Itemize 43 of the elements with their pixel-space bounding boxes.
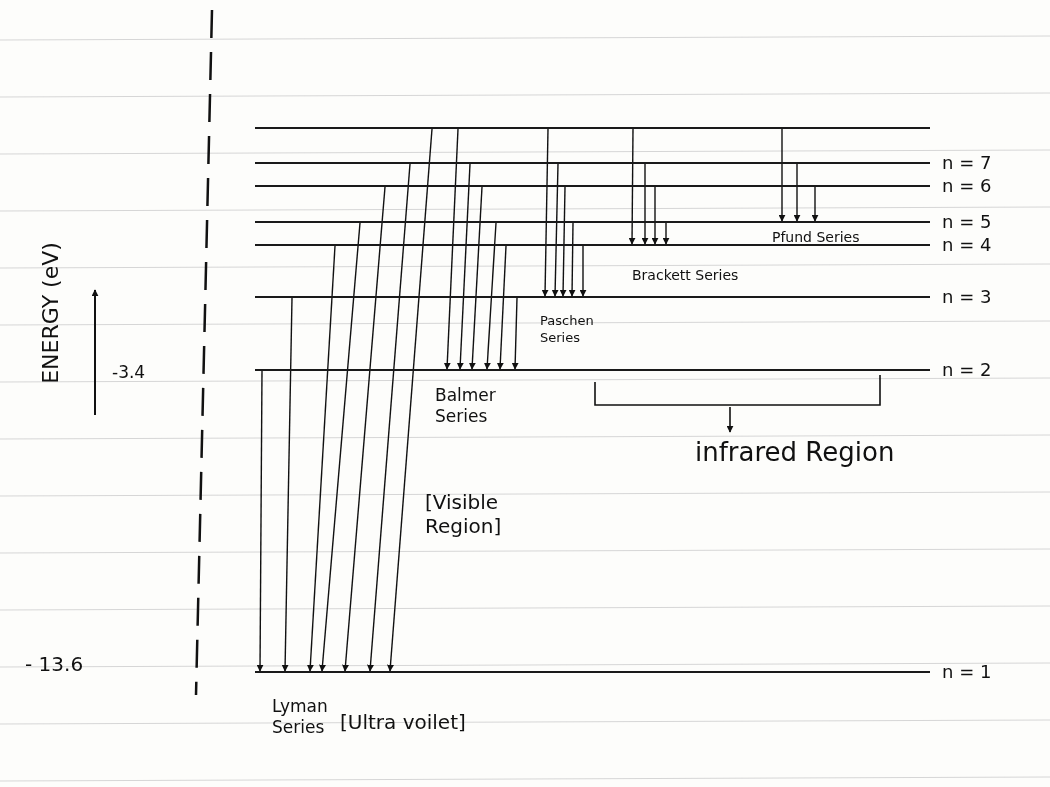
region-label: [Ultra voilet] — [340, 710, 466, 734]
series-label: Balmer Series — [435, 385, 497, 427]
transition-arrow — [551, 163, 559, 297]
level-label: n = 3 — [942, 287, 992, 307]
transition-arrow — [319, 222, 361, 672]
transition-arrow — [579, 245, 587, 297]
transition-arrow — [511, 297, 519, 370]
transition-arrow — [662, 222, 670, 245]
transition-arrow — [456, 163, 471, 370]
transition-arrow — [541, 128, 549, 297]
transition-arrow — [443, 128, 459, 370]
level-label: n = 1 — [942, 662, 992, 682]
region-label: infrared Region — [695, 437, 895, 467]
level-label: n = 5 — [942, 212, 992, 232]
tick-label: - 13.6 — [25, 652, 84, 676]
tick-label: -3.4 — [112, 362, 146, 383]
transition-arrow — [483, 222, 497, 370]
transition-arrow — [496, 245, 507, 370]
transition-arrow — [281, 297, 293, 672]
transition-arrow — [628, 128, 636, 245]
series-label: Brackett Series — [632, 266, 739, 284]
transition-arrow — [778, 128, 786, 222]
axis-title: ENERGY (eV) — [37, 242, 64, 384]
transition-arrow — [568, 222, 576, 297]
transition-arrow — [367, 163, 411, 672]
transition-arrow — [651, 186, 659, 245]
transition-arrow — [387, 128, 433, 672]
transition-arrow — [256, 370, 264, 672]
level-label: n = 7 — [942, 153, 992, 173]
transition-arrow — [641, 163, 649, 245]
series-label: Lyman Series — [272, 696, 329, 738]
level-label: n = 6 — [942, 176, 992, 196]
transition-arrow — [468, 186, 483, 370]
level-label: n = 2 — [942, 360, 992, 380]
level-label: n = 4 — [942, 235, 992, 255]
transition-arrow — [559, 186, 567, 297]
transition-arrow — [793, 163, 801, 222]
series-label: Paschen Series — [540, 312, 595, 346]
transition-arrow — [306, 245, 336, 672]
region-label: [Visible Region] — [425, 490, 503, 538]
transition-arrow — [811, 186, 819, 222]
series-label: Pfund Series — [772, 228, 860, 246]
transition-arrow — [342, 186, 386, 672]
